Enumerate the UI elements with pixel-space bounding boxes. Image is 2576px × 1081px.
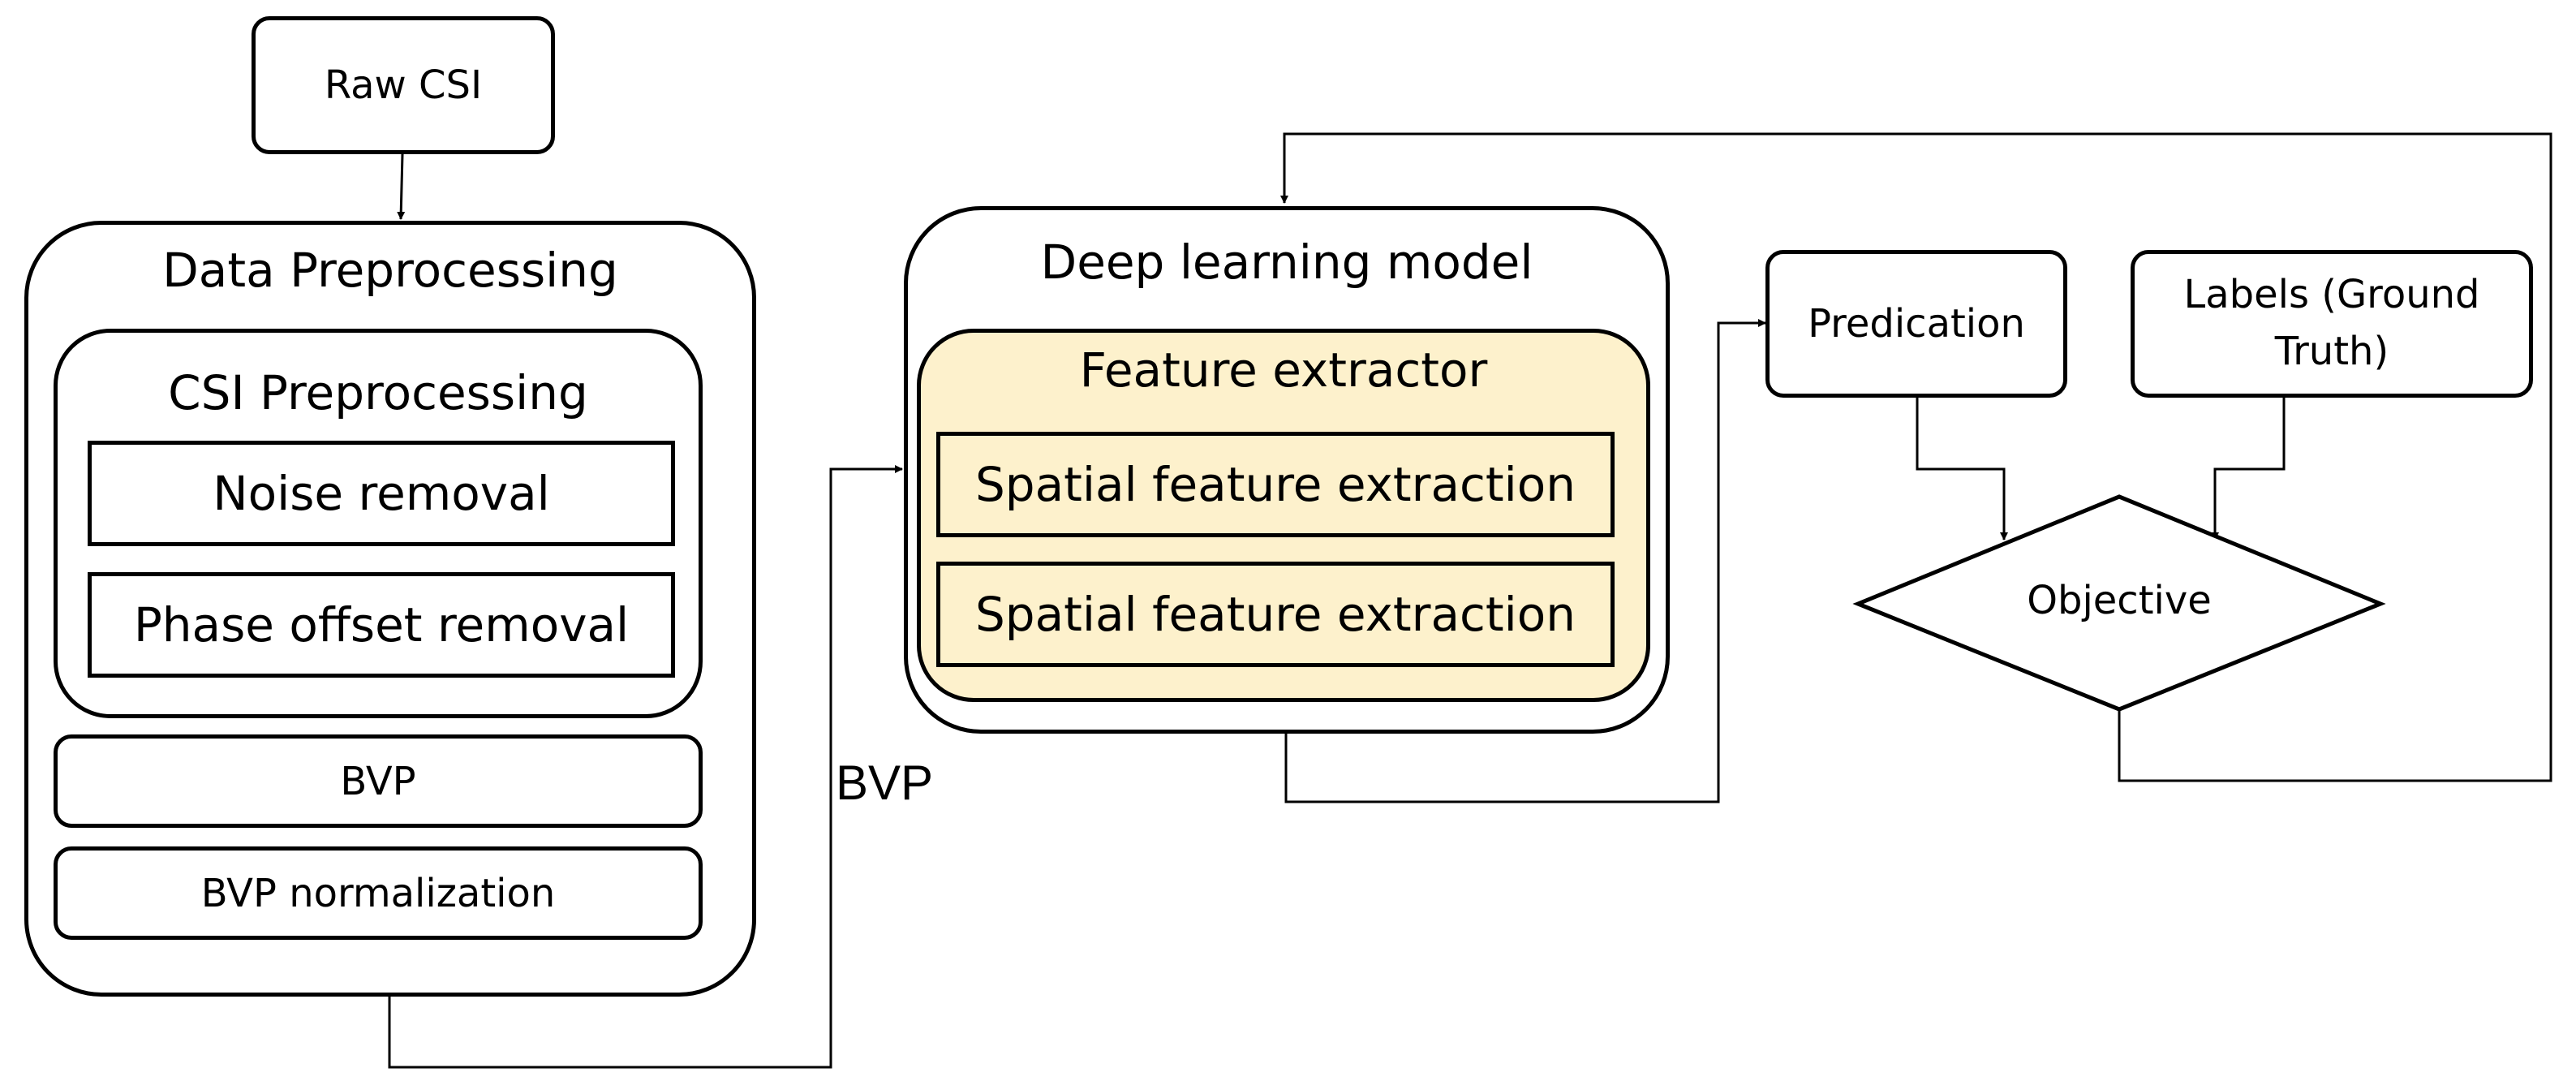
prediction-label: Predication	[1808, 301, 2025, 347]
arrow-model-to-prediction	[1284, 319, 1766, 803]
deep-learning-model-title: Deep learning model	[1040, 235, 1533, 290]
arrow-preprocessing-to-model	[388, 465, 903, 1069]
arrow-labels-to-objective	[2211, 398, 2286, 540]
raw-csi-label: Raw CSI	[324, 62, 483, 108]
spatial-feature-extraction-node-2: Spatial feature extraction	[936, 562, 1615, 667]
bvp-label: BVP	[340, 758, 416, 804]
csi-preprocessing-title: CSI Preprocessing	[168, 365, 588, 420]
phase-offset-removal-node: Phase offset removal	[88, 572, 675, 678]
feature-extractor-title: Feature extractor	[1079, 342, 1488, 398]
labels-ground-truth-label: Labels (Ground Truth)	[2183, 272, 2480, 374]
bvp-node: BVP	[54, 734, 703, 828]
bvp-normalization-label: BVP normalization	[200, 870, 556, 916]
spatial-feature-extraction-label-2: Spatial feature extraction	[974, 587, 1576, 642]
edge-label-bvp: BVP	[836, 756, 934, 810]
arrow-objective-feedback	[1280, 132, 2552, 782]
phase-offset-removal-label: Phase offset removal	[133, 597, 630, 652]
arrow-prediction-to-objective	[1916, 398, 2008, 540]
noise-removal-node: Noise removal	[88, 441, 675, 546]
noise-removal-label: Noise removal	[213, 466, 550, 521]
labels-ground-truth-node: Labels (Ground Truth)	[2131, 250, 2533, 398]
data-preprocessing-title: Data Preprocessing	[162, 243, 618, 298]
spatial-feature-extraction-node-1: Spatial feature extraction	[936, 432, 1615, 537]
objective-diamond	[1852, 494, 2386, 712]
raw-csi-node: Raw CSI	[252, 16, 555, 154]
prediction-node: Predication	[1765, 250, 2067, 398]
arrow-raw-to-preprocessing	[397, 153, 406, 220]
objective-label: Objective	[2027, 578, 2212, 623]
spatial-feature-extraction-label-1: Spatial feature extraction	[974, 457, 1576, 512]
bvp-normalization-node: BVP normalization	[54, 846, 703, 940]
